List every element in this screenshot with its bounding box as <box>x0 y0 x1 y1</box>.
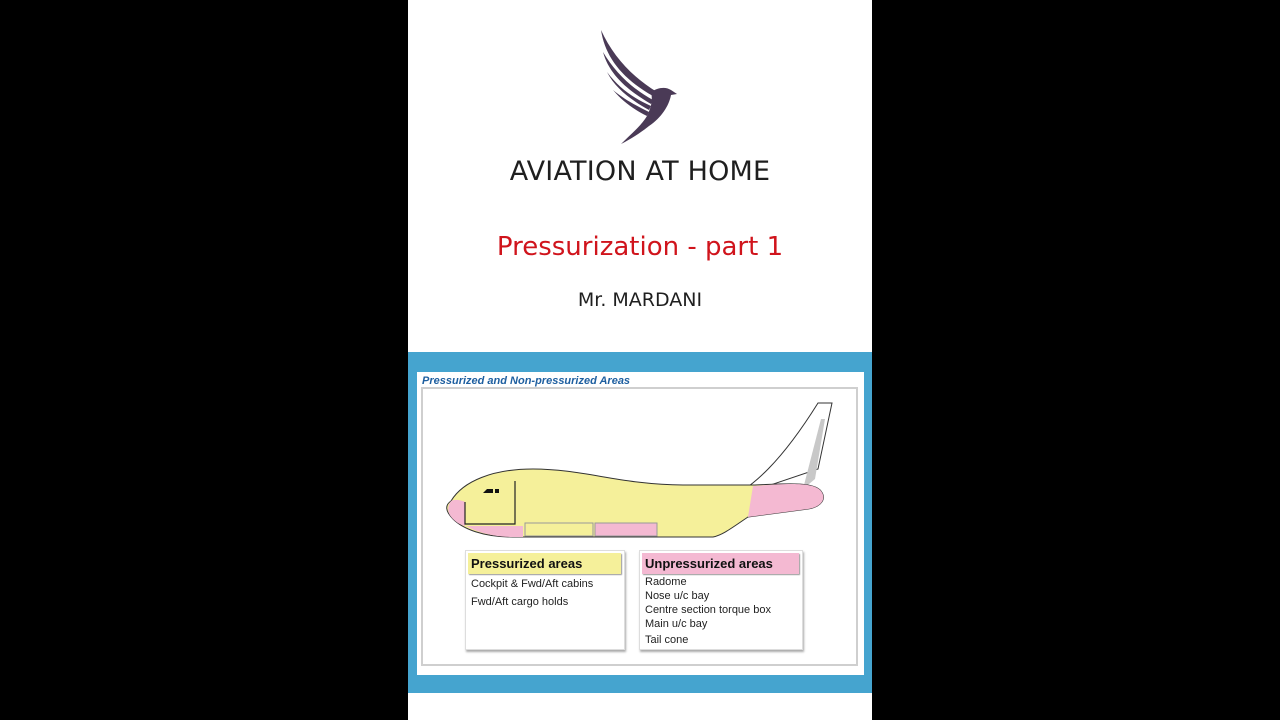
legend-item: Nose u/c bay <box>645 590 710 602</box>
author-name: Mr. MARDANI <box>577 289 703 311</box>
diagram-box: Pressurized areas Cockpit & Fwd/Aft cabi… <box>421 387 858 666</box>
legend-item: Centre section torque box <box>645 604 771 616</box>
legend-item: Tail cone <box>645 634 689 646</box>
aircraft-diagram <box>446 402 833 538</box>
pressurized-legend: Pressurized areas Cockpit & Fwd/Aft cabi… <box>465 550 625 650</box>
legend-item: Cockpit & Fwd/Aft cabins <box>471 578 594 590</box>
video-page: AVIATION AT HOME Pressurization - part 1… <box>408 0 872 720</box>
video-title: Pressurization - part 1 <box>496 232 784 262</box>
unpressurized-legend: Unpressurized areas Radome Nose u/c bay … <box>639 550 803 650</box>
eagle-logo-icon <box>601 30 677 144</box>
slide-title: Pressurized and Non-pressurized Areas <box>422 375 631 387</box>
pressurized-heading: Pressurized areas <box>468 553 621 574</box>
legend-item: Radome <box>645 576 687 588</box>
slide-frame: Pressurized and Non-pressurized Areas <box>408 352 872 693</box>
legend-item: Main u/c bay <box>645 618 708 630</box>
brand-name: AVIATION AT HOME <box>509 156 771 187</box>
unpressurized-heading: Unpressurized areas <box>642 553 799 574</box>
slide-content: Pressurized and Non-pressurized Areas <box>417 372 864 675</box>
legend-item: Fwd/Aft cargo holds <box>471 596 569 608</box>
